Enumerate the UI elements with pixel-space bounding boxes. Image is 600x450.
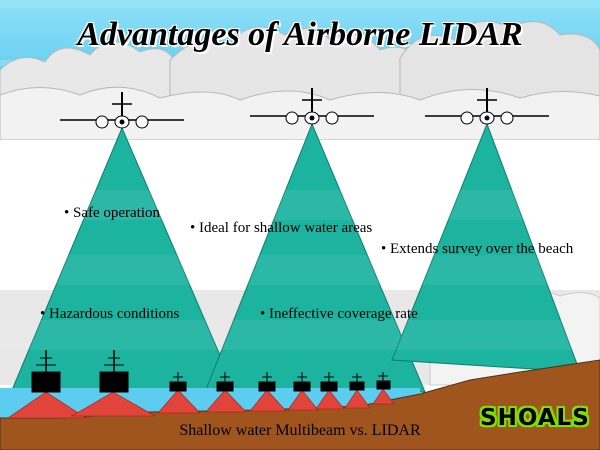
boat-small-4	[293, 372, 311, 392]
seabed	[0, 359, 600, 450]
lidar-beams	[0, 122, 600, 393]
boat-small-3	[258, 372, 276, 392]
swath-small-2	[205, 389, 247, 413]
swath-small-7	[372, 388, 395, 405]
airplane-1	[60, 92, 184, 129]
boat-small-7	[376, 372, 391, 390]
swath-small-4	[287, 389, 319, 411]
swath-large-2	[70, 391, 157, 417]
swath-small-1	[157, 389, 201, 414]
bullet-safe-operation: • Safe operation	[64, 205, 161, 221]
boat-small-2	[216, 372, 234, 392]
multibeam-swaths	[7, 388, 395, 419]
bullet-extends-survey: • Extends survey over the beach	[381, 241, 574, 257]
boat-large-1	[31, 350, 61, 393]
swath-small-3	[249, 389, 287, 412]
boat-small-1	[169, 372, 187, 392]
bullet-ideal-shallow-water: • Ideal for shallow water areas	[190, 220, 373, 236]
boat-large-2	[99, 350, 129, 393]
bullet-hazardous-conditions: • Hazardous conditions	[40, 306, 180, 322]
clouds	[0, 20, 600, 141]
airplane-2	[250, 88, 374, 125]
boat-small-6	[349, 373, 365, 391]
bullet-ineffective-coverage: • Ineffective coverage rate	[260, 306, 418, 322]
airplane-3	[425, 88, 549, 125]
lidar-beam-3	[391, 122, 581, 373]
swath-small-6	[344, 389, 371, 409]
caption: Shallow water Multibeam vs. LIDAR	[179, 422, 421, 439]
boats	[31, 350, 391, 393]
swath-large-1	[7, 391, 88, 419]
slide-title: Advantages of Airborne LIDAR	[77, 16, 523, 53]
swath-small-5	[315, 389, 345, 410]
boat-small-5	[320, 372, 338, 392]
shoals-logo: SHOALS	[480, 405, 590, 431]
